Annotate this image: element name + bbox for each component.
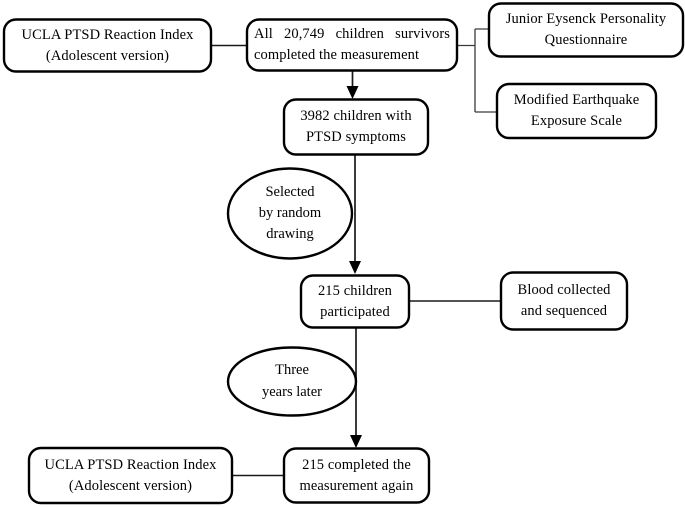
node-ucla-bottom[interactable] [27,446,234,505]
node-participated[interactable] [299,274,411,329]
edge-bracket-to-questionnaires [457,28,497,113]
node-random-drawing[interactable] [226,167,354,260]
node-jepq[interactable] [487,2,685,58]
node-blood[interactable] [499,271,629,331]
node-mees[interactable] [495,82,658,140]
edge-participated-to-completed-arrowhead [350,435,362,448]
edge-ptsd-to-participated-arrowhead [349,261,361,274]
edge-all-survivors-to-ptsd-arrowhead [346,86,359,99]
node-ucla-top[interactable] [2,18,213,73]
node-three-years[interactable] [226,346,358,417]
node-all-survivors[interactable] [245,18,459,72]
node-completed-again[interactable] [282,447,431,504]
node-ptsd-symptoms[interactable] [282,98,430,156]
